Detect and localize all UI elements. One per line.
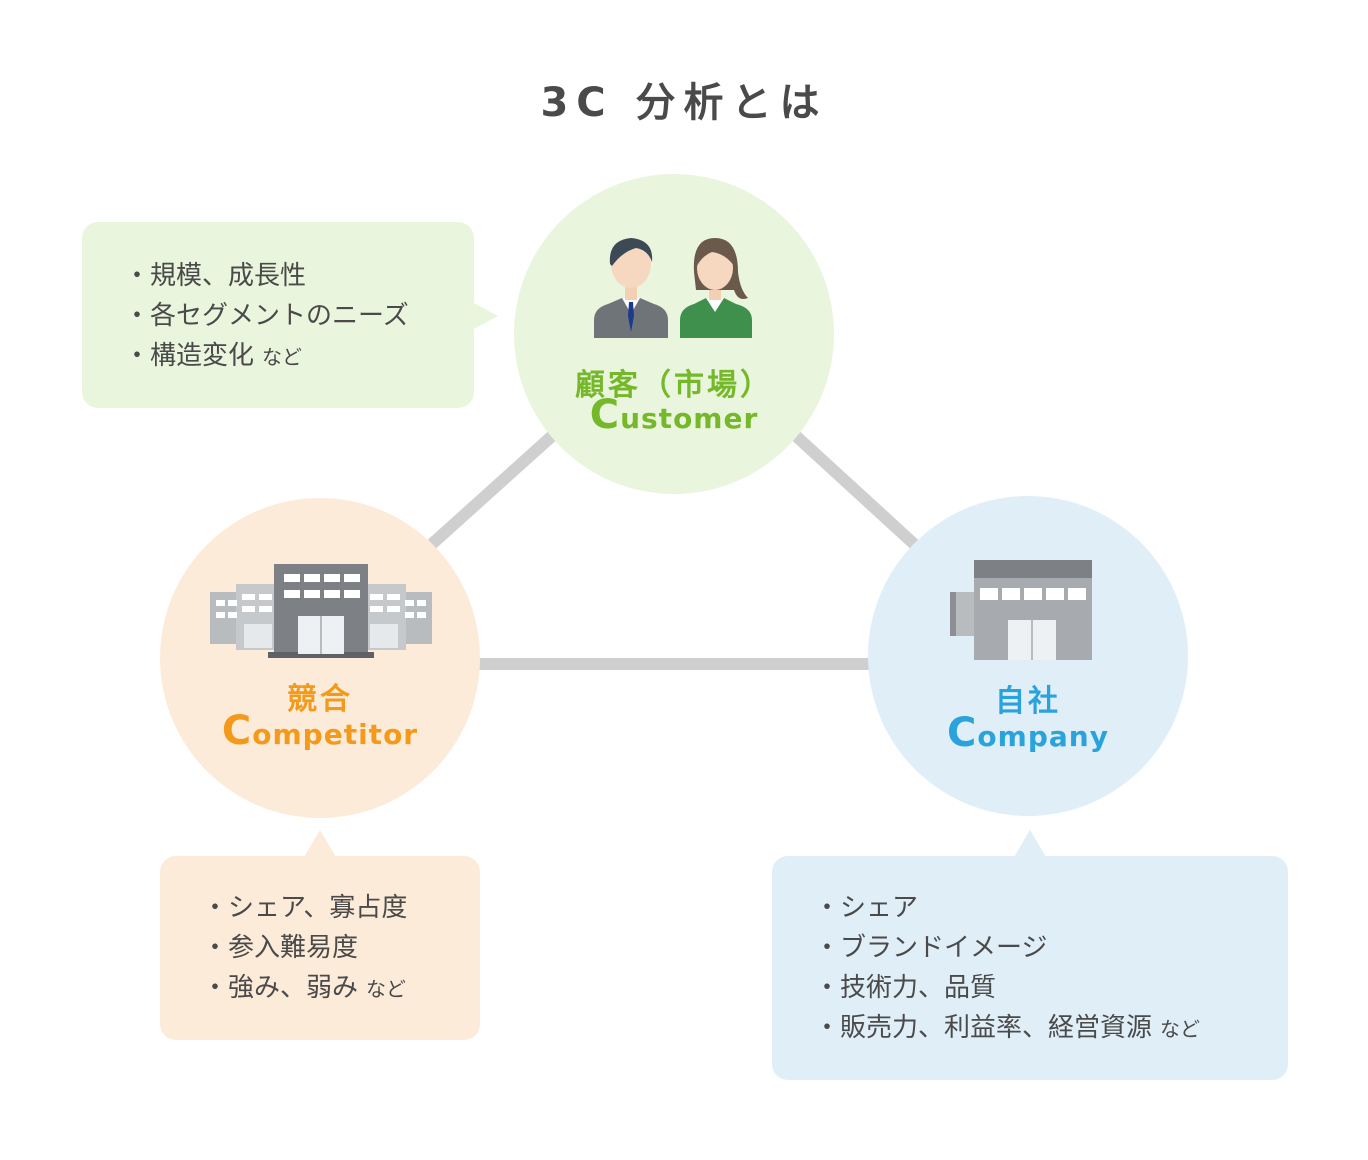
list-item: シェア (814, 888, 1200, 928)
list-item: 参入難易度 (202, 928, 407, 968)
list-item: ブランドイメージ (814, 928, 1200, 968)
competitor-label-en: Competitor (221, 708, 419, 754)
customer-label-jp: 顧客（市場） (575, 368, 773, 403)
company-circle: 自社 Company (868, 496, 1188, 816)
customer-label-en: Customer (589, 392, 759, 438)
list-item: 規模、成長性 (124, 256, 409, 296)
company-label-en: Company (947, 710, 1109, 756)
page-title: 3C 分析とは (540, 80, 828, 126)
nado-label: など (1160, 1017, 1201, 1041)
connector-customer-competitor (427, 431, 557, 549)
nado-label: など (262, 345, 303, 369)
nado-label: など (366, 977, 407, 1001)
list-item: 技術力、品質 (814, 968, 1200, 1008)
list-item: 各セグメントのニーズ (124, 296, 409, 336)
people-icon (594, 238, 752, 338)
company-box-pointer (1014, 830, 1046, 857)
company-label-jp: 自社 (995, 684, 1061, 719)
connector-customer-company (791, 431, 919, 549)
competitor-box-pointer (304, 830, 336, 857)
customer-box-pointer (472, 302, 498, 330)
customer-circle: 顧客（市場） Customer (514, 174, 834, 494)
competitor-circle: 競合 Competitor (160, 498, 480, 818)
competitor-label-jp: 競合 (287, 682, 353, 717)
list-item: シェア、寡占度 (202, 888, 407, 928)
office-buildings-icon (210, 564, 432, 658)
store-building-icon (950, 560, 1092, 660)
